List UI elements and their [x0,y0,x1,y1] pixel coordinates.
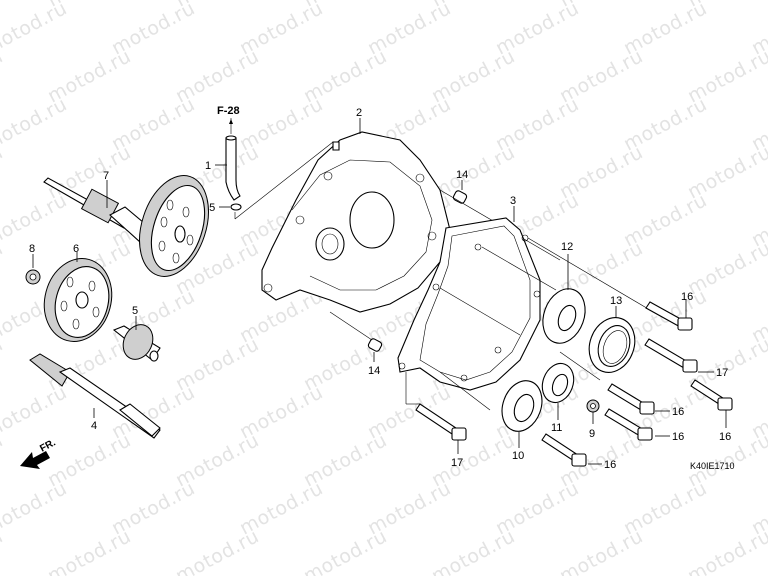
svg-text:2: 2 [356,107,362,119]
part-16-flange-bolt-a[interactable]: 16 [645,291,693,331]
part-6-counter-gear[interactable]: 6 [35,243,120,349]
part-17-flange-bolt-b[interactable]: 17 [415,403,467,469]
part-13-oil-seal[interactable]: 13 [582,295,642,379]
diagram-code: K40IE1710 [690,461,735,471]
svg-text:1: 1 [205,160,211,172]
svg-text:13: 13 [610,295,622,307]
part-9-washer[interactable]: 9 [586,399,600,440]
assembly-lines [405,237,651,411]
part-17-flange-bolt-a[interactable]: 17 [644,338,728,379]
svg-text:10: 10 [512,450,524,462]
part-16-flange-bolt-c[interactable]: 16 [690,379,733,443]
svg-text:17: 17 [451,457,463,469]
part-8-washer[interactable]: 8 [25,243,41,285]
svg-text:3: 3 [510,195,516,207]
svg-text:9: 9 [589,428,595,440]
svg-text:16: 16 [604,459,616,471]
svg-text:5: 5 [132,305,138,317]
part-12-radial-ball-bearing[interactable]: 12 [536,241,593,349]
part-11-radial-ball-bearing[interactable]: 11 [537,359,579,434]
svg-text:FR.: FR. [38,437,58,454]
reference-f28[interactable]: F-28 [217,105,240,134]
svg-text:16: 16 [719,431,731,443]
svg-text:16: 16 [672,431,684,443]
svg-text:16: 16 [681,291,693,303]
part-3-case-gasket[interactable]: 3 [397,195,541,391]
part-2-transmission-case[interactable]: 2 [261,107,451,313]
part-16-flange-bolt-b[interactable]: 16 [607,383,684,418]
part-14-dowel-pin-lower[interactable]: 14 [329,311,383,377]
part-10-radial-ball-bearing[interactable]: 10 [495,375,548,462]
svg-text:F-28: F-28 [217,105,240,117]
part-5-countershaft-gear[interactable]: 5 [112,305,161,364]
svg-text:7: 7 [103,170,109,182]
svg-text:11: 11 [551,422,562,434]
part-7-final-shaft[interactable]: 7 [43,167,221,286]
svg-text:14: 14 [456,169,468,181]
svg-text:4: 4 [91,420,97,432]
svg-text:14: 14 [368,365,380,377]
svg-text:12: 12 [561,241,573,253]
part-16-flange-bolt-d[interactable]: 16 [604,408,684,443]
svg-text:16: 16 [672,406,684,418]
svg-text:17: 17 [716,367,728,379]
part-16-flange-bolt-e[interactable]: 16 [541,433,616,471]
part-1-breather-tube[interactable]: 1 [205,135,241,201]
part-4-drive-shaft[interactable]: 4 [29,353,161,439]
svg-text:6: 6 [73,243,79,255]
svg-text:8: 8 [29,243,35,255]
front-direction-indicator: FR. [20,437,58,469]
